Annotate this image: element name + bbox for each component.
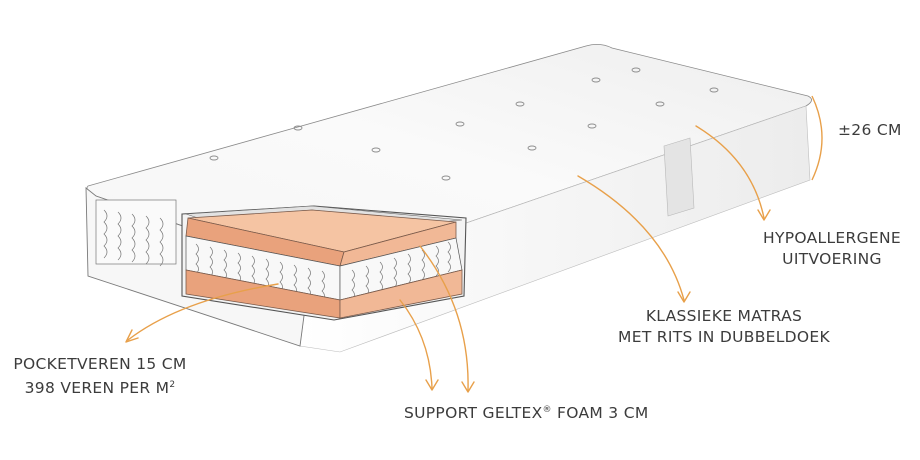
support-geltex-text-post: FOAM 3 CM	[551, 404, 649, 423]
klassieke-matras-line-1: KLASSIEKE MATRAS	[645, 307, 803, 325]
pocketveren-line-1: POCKETVEREN 15 CM	[13, 355, 187, 373]
end-spring-column	[95, 199, 177, 267]
registered-mark: ®	[542, 405, 552, 415]
pocketveren-label: POCKETVEREN 15 CM 398 VEREN PER M2	[0, 354, 200, 399]
support-geltex-label: SUPPORT GELTEX® FOAM 3 CM	[404, 400, 649, 424]
hypoallergene-label: HYPOALLERGENE UITVOERING	[744, 228, 920, 270]
hypoallergene-line-2: UITVOERING	[782, 250, 882, 268]
pocketveren-line-2-text: 398 VEREN PER M	[24, 379, 170, 398]
klassieke-matras-line-2: MET RITS IN DUBBELDOEK	[618, 328, 830, 346]
cross-section	[181, 205, 467, 321]
support-geltex-text-pre: SUPPORT GELTEX	[404, 404, 543, 423]
height-label: ±26 CM	[838, 121, 902, 139]
callout-arrows	[125, 125, 771, 393]
pocketveren-line-2: 398 VEREN PER M2	[0, 375, 200, 399]
height-arc	[811, 95, 823, 181]
zip-strip	[663, 137, 695, 217]
pocketveren-superscript: 2	[169, 380, 176, 390]
klassieke-matras-label: KLASSIEKE MATRAS MET RITS IN DUBBELDOEK	[600, 306, 848, 348]
tufting-buttons	[209, 67, 719, 181]
hypoallergene-line-1: HYPOALLERGENE	[763, 229, 901, 247]
